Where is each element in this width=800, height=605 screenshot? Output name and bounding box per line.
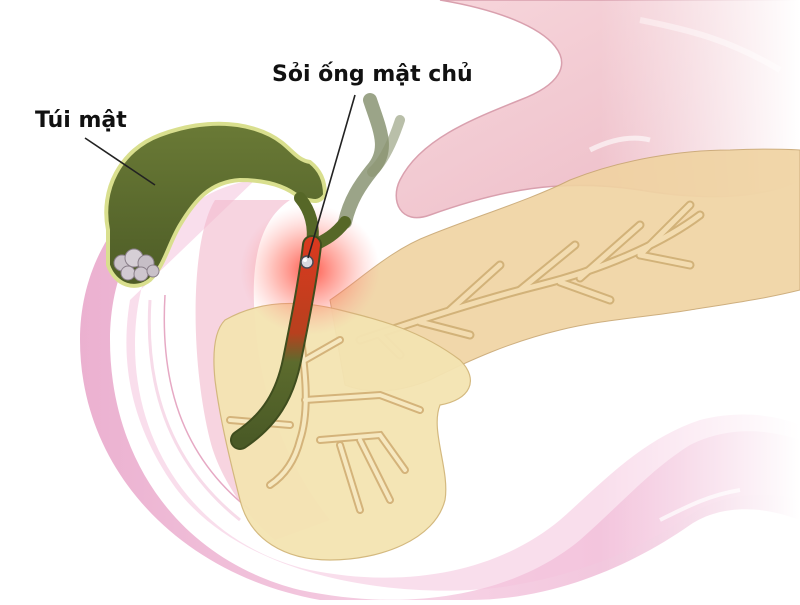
pancreas-head [213, 302, 471, 561]
common-bile-duct [230, 235, 322, 450]
gallstones [113, 248, 160, 282]
pointer-line-stone [307, 94, 356, 259]
label-gallbladder: Túi mật [35, 108, 127, 133]
duct-stone [300, 255, 314, 269]
pointer-line-gallbladder [84, 137, 156, 186]
label-common-bile-duct-stone: Sỏi ống mật chủ [272, 62, 473, 87]
pancreas-body [329, 148, 800, 392]
